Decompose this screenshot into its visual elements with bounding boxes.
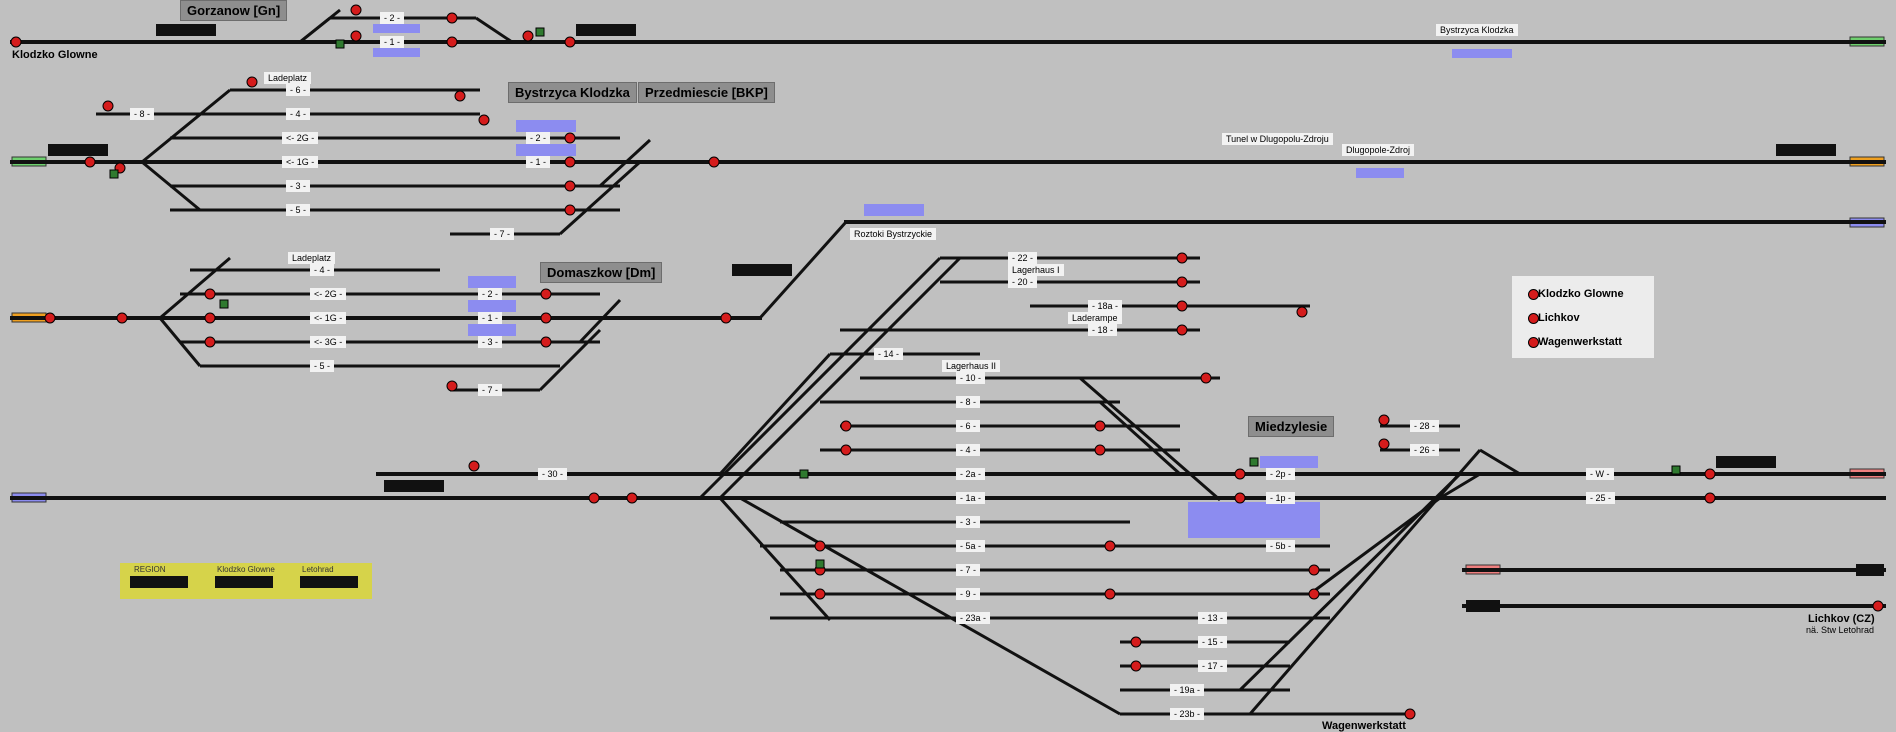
track-m-1p[interactable]: - 1p - xyxy=(1266,492,1296,504)
counter-label-letohrad: Letohrad xyxy=(302,565,334,574)
legend-label: Lichkov xyxy=(1538,312,1580,324)
counter-label-region: REGION xyxy=(134,565,166,574)
station-label-bystrzyca-klodzka: Bystrzyca Klodzka xyxy=(508,82,637,103)
signal-icon xyxy=(1528,289,1539,300)
track-m-4[interactable]: - 4 - xyxy=(956,444,981,456)
label-bystrzyca-klodzka-top: Bystrzyca Klodzka xyxy=(1436,24,1518,36)
track-m-7[interactable]: - 7 - xyxy=(956,564,981,576)
track-m-20[interactable]: - 20 - xyxy=(1008,276,1038,288)
counter-display xyxy=(130,576,188,588)
label-tunel: Tunel w Dlugopolu-Zdroju xyxy=(1222,133,1333,145)
label-roztoki: Roztoki Bystrzyckie xyxy=(850,228,937,240)
track-m-8[interactable]: - 8 - xyxy=(956,396,981,408)
label-ladeplatz-2: Ladeplatz xyxy=(288,252,336,264)
track-dm-4[interactable]: - 4 - xyxy=(310,264,335,276)
track-m-13[interactable]: - 13 - xyxy=(1198,612,1228,624)
counter-display xyxy=(300,576,358,588)
track-bk-3[interactable]: - 3 - xyxy=(286,180,311,192)
label-laderampe: Laderampe xyxy=(1068,312,1122,324)
track-bk-2g[interactable]: <- 2G - xyxy=(282,132,319,144)
track-m-15[interactable]: - 15 - xyxy=(1198,636,1228,648)
signal-icon xyxy=(1528,313,1539,324)
track-dm-2g[interactable]: <- 2G - xyxy=(310,288,347,300)
legend-item[interactable]: Lichkov xyxy=(1528,312,1580,324)
track-m-18a[interactable]: - 18a - xyxy=(1088,300,1123,312)
legend-label: Klodzko Glowne xyxy=(1538,288,1624,300)
track-m-28[interactable]: - 28 - xyxy=(1410,420,1440,432)
track-dm-3g[interactable]: <- 3G - xyxy=(310,336,347,348)
station-label-gorzanow: Gorzanow [Gn] xyxy=(180,0,288,21)
counter-panel: REGION Klodzko Glowne Letohrad xyxy=(120,563,372,599)
station-label-wagenwerkstatt: Wagenwerkstatt xyxy=(1322,720,1406,732)
track-dm-5[interactable]: - 5 - xyxy=(310,360,335,372)
track-m-23b[interactable]: - 23b - xyxy=(1170,708,1205,720)
signal-icon xyxy=(1528,337,1539,348)
station-label-przedmiescie: Przedmiescie [BKP] xyxy=(638,82,775,103)
track-bk-6[interactable]: - 6 - xyxy=(286,84,311,96)
counter-display xyxy=(215,576,273,588)
label-ladeplatz-1: Ladeplatz xyxy=(264,72,312,84)
track-gn-1[interactable]: - 1 - xyxy=(380,36,405,48)
track-m-17[interactable]: - 17 - xyxy=(1198,660,1228,672)
track-bk-4[interactable]: - 4 - xyxy=(286,108,311,120)
station-label-klodzko-glowne: Klodzko Glowne xyxy=(12,49,98,61)
legend-item[interactable]: Wagenwerkstatt xyxy=(1528,336,1622,348)
station-label-lichkov-sub: nä. Stw Letohrad xyxy=(1806,625,1875,635)
label-lagerhaus-2: Lagerhaus II xyxy=(942,360,1001,372)
track-m-6[interactable]: - 6 - xyxy=(956,420,981,432)
track-m-25[interactable]: - 25 - xyxy=(1586,492,1616,504)
counter-label-klodzko: Klodzko Glowne xyxy=(217,565,275,574)
label-dlugopole: Dlugopole-Zdroj xyxy=(1342,144,1415,156)
station-label-miedzylesie: Miedzylesie xyxy=(1248,416,1335,437)
track-m-14[interactable]: - 14 - xyxy=(874,348,904,360)
track-m-22[interactable]: - 22 - xyxy=(1008,252,1038,264)
track-m-2a[interactable]: - 2a - xyxy=(956,468,986,480)
track-m-10[interactable]: - 10 - xyxy=(956,372,986,384)
track-gn-2[interactable]: - 2 - xyxy=(380,12,405,24)
track-bk-2[interactable]: - 2 - xyxy=(526,132,551,144)
legend-item[interactable]: Klodzko Glowne xyxy=(1528,288,1624,300)
legend-panel: Klodzko Glowne Lichkov Wagenwerkstatt xyxy=(1512,276,1654,358)
track-dm-1[interactable]: - 1 - xyxy=(478,312,503,324)
track-bk-1g[interactable]: <- 1G - xyxy=(282,156,319,168)
track-m-30[interactable]: - 30 - xyxy=(538,468,568,480)
track-bk-7[interactable]: - 7 - xyxy=(490,228,515,240)
track-bk-5[interactable]: - 5 - xyxy=(286,204,311,216)
track-m-1a[interactable]: - 1a - xyxy=(956,492,986,504)
track-m-18[interactable]: - 18 - xyxy=(1088,324,1118,336)
track-m-9[interactable]: - 9 - xyxy=(956,588,981,600)
track-m-2p[interactable]: - 2p - xyxy=(1266,468,1296,480)
station-label-domaszkow: Domaszkow [Dm] xyxy=(540,262,663,283)
track-bk-8[interactable]: - 8 - xyxy=(130,108,155,120)
track-m-5a[interactable]: - 5a - xyxy=(956,540,986,552)
track-m-19a[interactable]: - 19a - xyxy=(1170,684,1205,696)
track-dm-1g[interactable]: <- 1G - xyxy=(310,312,347,324)
track-m-26[interactable]: - 26 - xyxy=(1410,444,1440,456)
station-label-lichkov: Lichkov (CZ) xyxy=(1808,613,1875,625)
track-bk-1[interactable]: - 1 - xyxy=(526,156,551,168)
track-dm-3[interactable]: - 3 - xyxy=(478,336,503,348)
track-m-3[interactable]: - 3 - xyxy=(956,516,981,528)
legend-label: Wagenwerkstatt xyxy=(1538,336,1622,348)
track-m-23a[interactable]: - 23a - xyxy=(956,612,991,624)
label-lagerhaus-1: Lagerhaus I xyxy=(1008,264,1064,276)
track-dm-7[interactable]: - 7 - xyxy=(478,384,503,396)
track-dm-2[interactable]: - 2 - xyxy=(478,288,503,300)
track-m-5b[interactable]: - 5b - xyxy=(1266,540,1296,552)
track-m-w[interactable]: - W - xyxy=(1586,468,1614,480)
